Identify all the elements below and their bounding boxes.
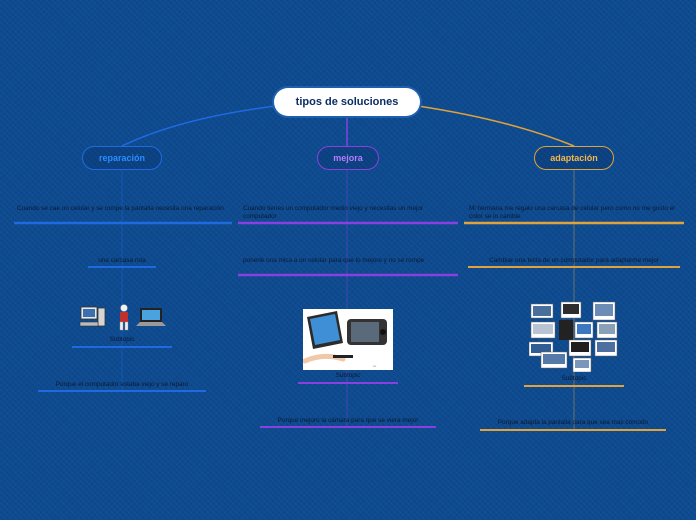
adaptacion-topic-1[interactable]: Mi hermana me regalo una carcasa de celu… [469, 205, 675, 220]
branch-reparacion[interactable]: reparación [82, 146, 162, 170]
reparacion-topic-1[interactable]: Cuando se cae un celular y se rompe la p… [17, 205, 224, 212]
devices-collage-image [528, 300, 619, 373]
root-to-adaptacion-line [417, 105, 575, 147]
reparacion-topic-2[interactable]: una carcasa rota [98, 257, 146, 264]
computers-image [78, 302, 168, 332]
central-topic[interactable]: tipos de soluciones [274, 88, 420, 116]
root-to-reparacion-line [121, 105, 277, 147]
reparacion-topic-3[interactable]: Porque el computador estaba viejo y se r… [55, 381, 189, 388]
mejora-topic-1[interactable]: Cuando tienes un computador medio viejo … [243, 205, 424, 220]
tablets-image: ▪▪▪ [302, 309, 393, 370]
branch-adaptacion[interactable]: adaptación [534, 146, 614, 170]
adaptacion-topic-2[interactable]: Cambiar una tecla de un computador para … [489, 257, 659, 264]
mejora-topic-3[interactable]: Porque mejoro la cámara para que se vier… [277, 417, 419, 424]
mejora-topic-2[interactable]: ponerle una mica a un celular para que l… [243, 257, 425, 264]
mejora-subtopic[interactable]: Subtopic [335, 372, 361, 379]
reparacion-subtopic[interactable]: Subtopic [109, 336, 135, 343]
adaptacion-topic-3[interactable]: Porque adapta la pantalla para que sea m… [497, 419, 649, 426]
branch-mejora[interactable]: mejora [317, 146, 379, 170]
svg-text:▪▪▪: ▪▪▪ [373, 364, 376, 368]
adaptacion-subtopic[interactable]: Subtopic [561, 375, 587, 382]
